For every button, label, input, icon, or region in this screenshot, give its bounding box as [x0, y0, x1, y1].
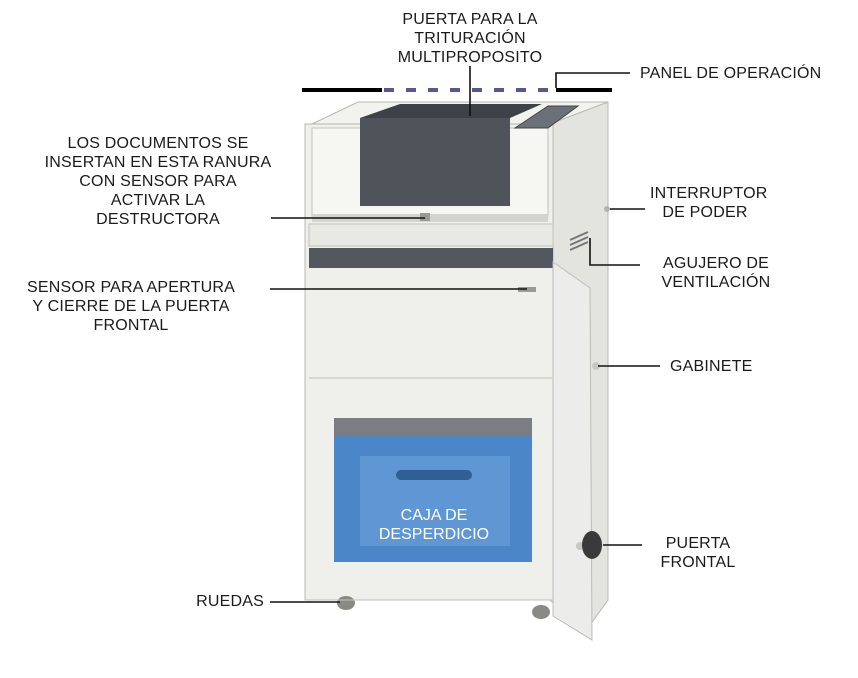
label-gabinete: GABINETE — [670, 358, 753, 375]
cabinet-knob — [592, 362, 600, 370]
wheel-left — [337, 596, 355, 610]
multipurpose-door — [360, 118, 510, 206]
operation-panel — [513, 105, 580, 129]
wheel-right — [532, 605, 550, 619]
label-caja-desperdicio: CAJA DE DESPERDICIO — [378, 507, 490, 543]
label-panel-operacion: PANEL DE OPERACIÓN — [640, 65, 822, 82]
slot-sensor — [420, 213, 430, 221]
front-door-knob — [576, 542, 584, 550]
leader-lines — [270, 66, 660, 603]
mid-section — [308, 223, 554, 247]
label-sensor-puerta: SENSOR PARA APERTURA Y CIERRE DE LA PUER… — [27, 279, 235, 334]
front-door-handle — [582, 531, 602, 559]
label-ruedas: RUEDAS — [196, 593, 264, 610]
multipurpose-door-top — [360, 104, 542, 118]
waste-box-handle — [396, 470, 472, 480]
front-door — [552, 261, 593, 641]
label-documentos-ranura: LOS DOCUMENTOS SE INSERTAN EN ESTA RANUR… — [44, 135, 272, 228]
label-interruptor-poder: INTERRUPTOR DE PODER — [650, 185, 768, 221]
leader-panel-operacion — [555, 72, 630, 88]
power-switch — [604, 206, 610, 212]
waste-box-frame — [334, 418, 532, 438]
leader-ventilacion — [589, 238, 640, 266]
dark-band — [309, 248, 553, 268]
label-agujero-ventilacion: AGUJERO DE VENTILACIÓN — [661, 255, 771, 291]
label-puerta-frontal: PUERTA FRONTAL — [660, 535, 736, 571]
label-puerta-trituracion: PUERTA PARA LA TRITURACIÓN MULTIPROPOSIT… — [397, 11, 543, 66]
ventilation-grille — [569, 231, 589, 251]
